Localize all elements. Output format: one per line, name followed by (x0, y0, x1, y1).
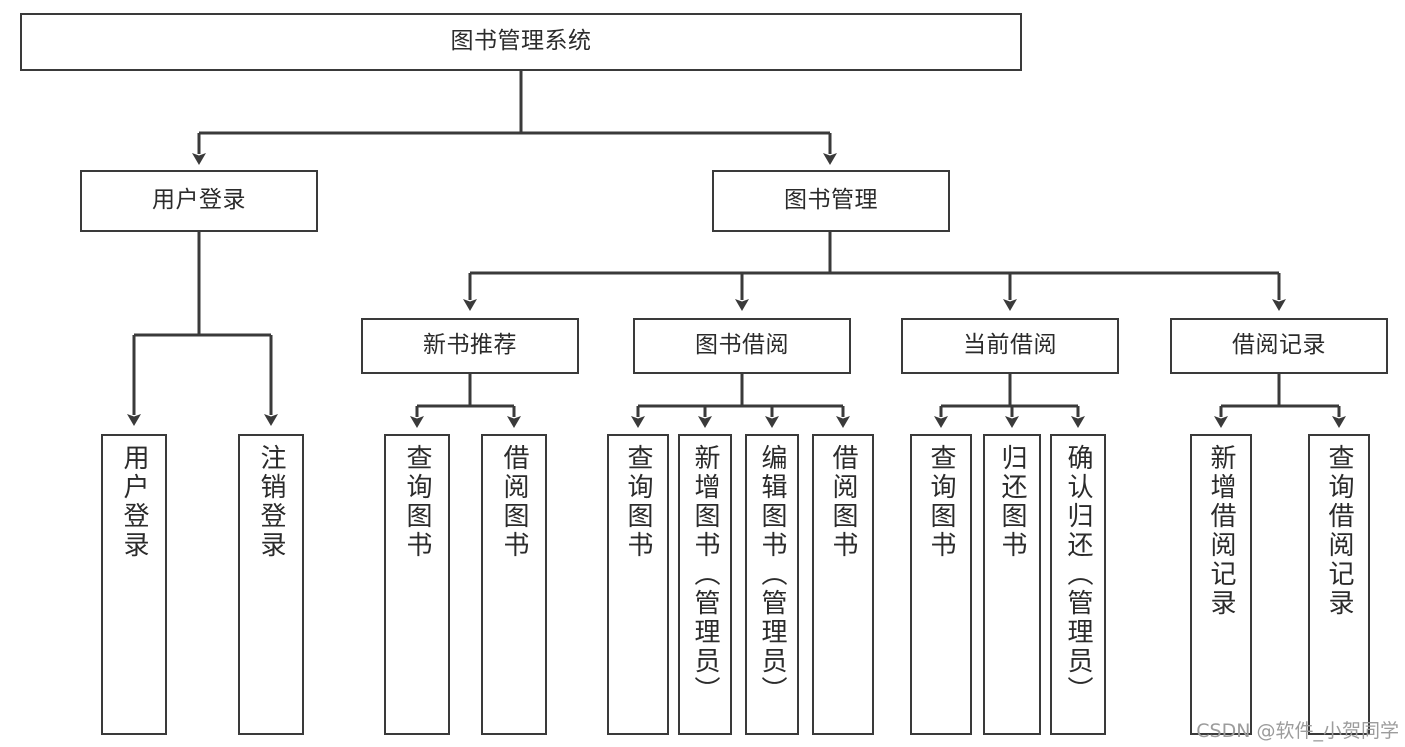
watermark: CSDN @软件_小贺同学 (1196, 720, 1399, 742)
node-leaf-query-record[interactable]: 查询借阅记录 (1308, 434, 1370, 735)
node-book-manage[interactable]: 图书管理 (712, 170, 950, 232)
node-leaf-add-book-label: 新增图书（管理员） (690, 444, 720, 705)
node-leaf-return-book[interactable]: 归还图书 (983, 434, 1041, 735)
node-leaf-query-book-rec-label: 查询图书 (402, 444, 432, 560)
node-leaf-query-book-borrow[interactable]: 查询图书 (607, 434, 669, 735)
node-borrow-record-label: 借阅记录 (1232, 332, 1326, 359)
node-leaf-user-logout-label: 注销登录 (256, 444, 286, 560)
node-leaf-query-record-label: 查询借阅记录 (1324, 444, 1354, 618)
node-leaf-edit-book-label: 编辑图书（管理员） (757, 444, 787, 705)
node-root-label: 图书管理系统 (450, 28, 592, 55)
node-book-borrow[interactable]: 图书借阅 (633, 318, 851, 374)
node-leaf-add-book[interactable]: 新增图书（管理员） (678, 434, 732, 735)
node-leaf-add-record[interactable]: 新增借阅记录 (1190, 434, 1252, 735)
node-book-borrow-label: 图书借阅 (695, 332, 789, 359)
node-leaf-user-login-label: 用户登录 (119, 444, 149, 560)
node-leaf-add-record-label: 新增借阅记录 (1206, 444, 1236, 618)
node-root[interactable]: 图书管理系统 (20, 13, 1022, 71)
node-leaf-confirm-return[interactable]: 确认归还（管理员） (1050, 434, 1106, 735)
node-leaf-user-login[interactable]: 用户登录 (101, 434, 167, 735)
node-book-manage-label: 图书管理 (784, 187, 878, 214)
node-leaf-borrow-book-rec[interactable]: 借阅图书 (481, 434, 547, 735)
node-user-login[interactable]: 用户登录 (80, 170, 318, 232)
node-leaf-edit-book[interactable]: 编辑图书（管理员） (745, 434, 799, 735)
node-leaf-confirm-return-label: 确认归还（管理员） (1063, 444, 1093, 705)
node-leaf-return-book-label: 归还图书 (997, 444, 1027, 560)
node-leaf-borrow-book-label: 借阅图书 (828, 444, 858, 560)
node-leaf-user-logout[interactable]: 注销登录 (238, 434, 304, 735)
node-new-book-rec[interactable]: 新书推荐 (361, 318, 579, 374)
node-leaf-query-book-borrow-label: 查询图书 (623, 444, 653, 560)
node-leaf-query-book-rec[interactable]: 查询图书 (384, 434, 450, 735)
node-current-borrow-label: 当前借阅 (963, 332, 1057, 359)
node-leaf-query-book-cur-label: 查询图书 (926, 444, 956, 560)
node-leaf-query-book-cur[interactable]: 查询图书 (910, 434, 972, 735)
node-current-borrow[interactable]: 当前借阅 (901, 318, 1119, 374)
node-borrow-record[interactable]: 借阅记录 (1170, 318, 1388, 374)
node-new-book-rec-label: 新书推荐 (423, 332, 517, 359)
node-leaf-borrow-book[interactable]: 借阅图书 (812, 434, 874, 735)
node-leaf-borrow-book-rec-label: 借阅图书 (499, 444, 529, 560)
node-user-login-label: 用户登录 (152, 187, 246, 214)
